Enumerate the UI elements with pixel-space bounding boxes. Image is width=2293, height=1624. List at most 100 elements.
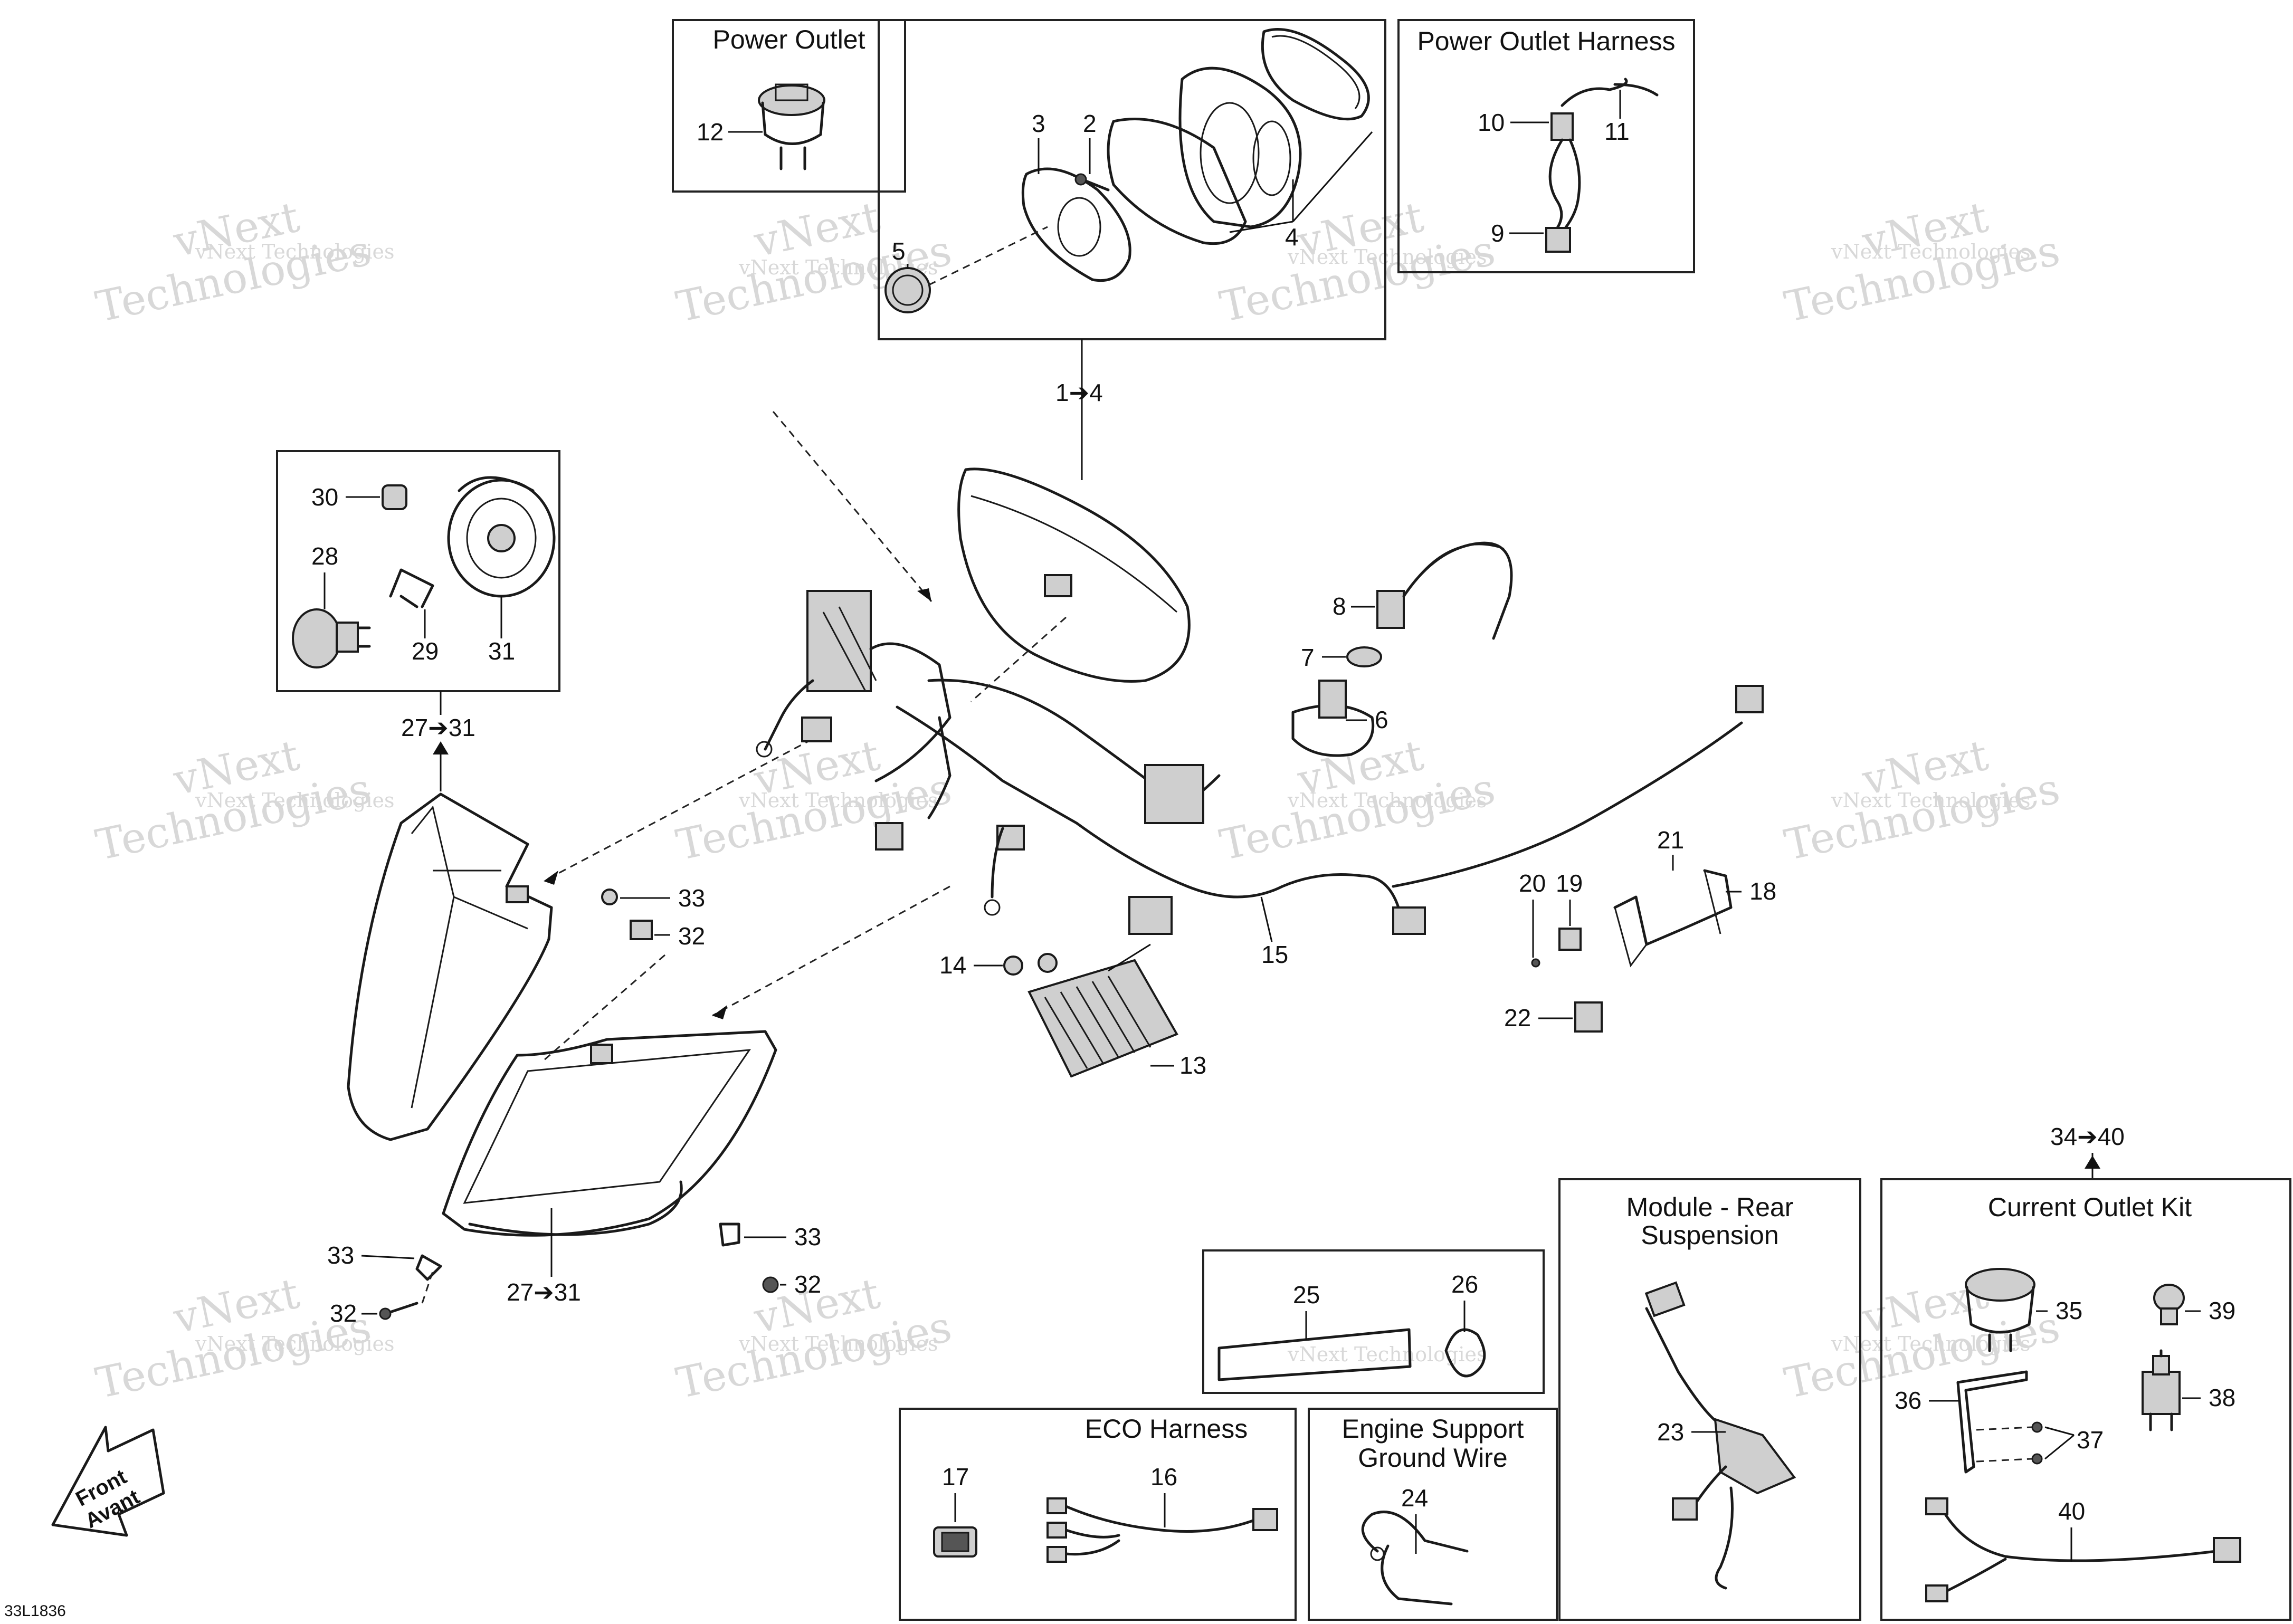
watermark-small-text: vNext Technologies <box>195 789 394 812</box>
callout-32-b: 32 <box>330 1300 357 1327</box>
nut-part <box>1346 646 1382 667</box>
suspension-module-part <box>1644 1281 1796 1590</box>
screw-part <box>1531 958 1540 968</box>
diagram-code: 33L1836 <box>4 1602 66 1620</box>
callout-27-to-31-top: 27➔31 <box>401 714 475 741</box>
nut-part <box>1038 953 1058 973</box>
callout-20: 20 <box>1519 870 1546 897</box>
callout-7: 7 <box>1301 644 1315 671</box>
callout-14: 14 <box>939 951 966 979</box>
power-outlet-harness-group: Power Outlet Harness 10 11 9 <box>1397 19 1695 273</box>
nut-part <box>1003 956 1023 976</box>
callout-4: 4 <box>1285 223 1299 251</box>
callout-27-to-31-bottom: 27➔31 <box>507 1278 581 1306</box>
callout-5: 5 <box>892 237 906 265</box>
power-outlet-harness-box <box>1397 19 1695 273</box>
right-headlight-part <box>442 1030 777 1237</box>
module-rear-suspension-box <box>1558 1178 1861 1621</box>
outlet-harness-part <box>1925 1497 2241 1602</box>
watermark-small-text: vNext Technologies <box>195 1332 394 1355</box>
screw-part <box>2031 1453 2043 1465</box>
current-outlet-kit-title: Current Outlet Kit <box>1988 1192 2192 1222</box>
callout-6: 6 <box>1375 706 1388 733</box>
bulb-part <box>292 608 371 668</box>
toggle-switch-part <box>2142 1349 2181 1431</box>
grommet-part <box>601 889 618 905</box>
outlet-socket-part <box>1965 1268 2035 1352</box>
watermark-small-text: vNext Technologies <box>1831 240 2030 263</box>
current-outlet-kit-box <box>1880 1178 2291 1621</box>
engine-support-title-2: Ground Wire <box>1358 1443 1507 1473</box>
watermark-small-text: vNext Technologies <box>738 1332 938 1355</box>
callout-37: 37 <box>2077 1426 2104 1454</box>
outlet-cap-part <box>2153 1284 2185 1325</box>
watermark-small-text: vNext Technologies <box>1831 1332 2030 1355</box>
cluster-bezel-part <box>1178 66 1302 228</box>
callout-8: 8 <box>1333 593 1346 620</box>
engine-support-title-1: Engine Support <box>1342 1414 1524 1444</box>
clip-nut-part <box>415 1254 442 1281</box>
module-rear-suspension-group: Module - Rear Suspension 23 <box>1558 1178 1861 1621</box>
clip-nut-part <box>719 1222 740 1247</box>
power-outlet-title: Power Outlet <box>712 25 865 54</box>
harness-wire-part <box>1561 78 1628 107</box>
hose-clamp-group: 25 26 <box>1202 1249 1545 1394</box>
engine-support-ground-wire-group: Engine Support Ground Wire 24 <box>1308 1408 1558 1621</box>
eco-switch-part <box>933 1526 977 1558</box>
power-outlet-box <box>672 19 906 193</box>
cluster-housing-part <box>1107 118 1247 245</box>
callout-11: 11 <box>1604 118 1630 145</box>
sleeve-part <box>1217 1328 1412 1381</box>
watermark-small-text: vNext Technologies <box>1831 789 2030 812</box>
callout-3: 3 <box>1032 110 1045 137</box>
module-rear-suspension-title-2: Suspension <box>1641 1220 1778 1250</box>
callout-31: 31 <box>488 637 515 665</box>
callout-32-c: 32 <box>794 1270 821 1298</box>
watermark: vNext Technologies <box>1216 192 1499 331</box>
callout-16: 16 <box>1150 1463 1177 1491</box>
main-wiring-harness-part <box>756 590 1764 935</box>
instrument-cluster-group: 5 3 2 4 <box>878 19 1386 340</box>
callout-10: 10 <box>1478 109 1505 136</box>
callout-9: 9 <box>1491 219 1505 247</box>
callout-24: 24 <box>1401 1484 1428 1512</box>
callout-34-to-40: 34➔40 <box>2050 1123 2125 1150</box>
headlight-bulb-group: 30 28 29 31 <box>276 450 560 692</box>
headlight-bulb-box <box>276 450 560 692</box>
eco-harness-title: ECO Harness <box>1085 1414 1248 1444</box>
callout-35: 35 <box>2056 1297 2082 1324</box>
voltage-regulator-part <box>1027 959 1178 1078</box>
watermark-small-text: vNext Technologies <box>1287 1343 1487 1366</box>
hose-clamp-box <box>1202 1249 1545 1394</box>
power-outlet-group: Power Outlet 12 <box>672 19 906 193</box>
power-outlet-harness-title: Power Outlet Harness <box>1417 26 1675 56</box>
ground-wire-part <box>1361 1511 1469 1553</box>
callout-15: 15 <box>1261 941 1288 968</box>
callout-12: 12 <box>697 118 724 146</box>
speed-nut-part <box>630 920 653 940</box>
watermark-small-text: vNext Technologies <box>738 789 938 812</box>
callout-23: 23 <box>1657 1418 1684 1446</box>
ignition-switch-part <box>1291 680 1375 757</box>
callout-26: 26 <box>1451 1270 1478 1298</box>
callout-33-c: 33 <box>794 1223 821 1250</box>
current-outlet-kit-group: 34➔40 Current Outlet Kit 35 39 36 37 <box>1880 1123 2291 1621</box>
callout-25: 25 <box>1293 1281 1320 1308</box>
callout-1-to-4: 1➔4 <box>1055 379 1103 406</box>
callout-21: 21 <box>1657 826 1684 854</box>
instrument-cluster-part <box>957 467 1191 683</box>
callout-40: 40 <box>2058 1497 2085 1525</box>
outlet-bracket-part <box>1956 1370 2028 1474</box>
eco-wire-part <box>1046 1497 1278 1563</box>
retaining-clip-part <box>389 568 434 608</box>
callout-13: 13 <box>1179 1052 1206 1079</box>
callout-38: 38 <box>2209 1384 2235 1411</box>
callout-32-a: 32 <box>678 922 705 950</box>
reflector-part <box>447 476 556 598</box>
eco-harness-box <box>899 1408 1297 1621</box>
callout-22: 22 <box>1504 1004 1531 1031</box>
left-headlight-part <box>347 792 553 1141</box>
module-rear-suspension-title-1: Module - Rear <box>1626 1192 1794 1222</box>
callout-39: 39 <box>2209 1297 2235 1324</box>
